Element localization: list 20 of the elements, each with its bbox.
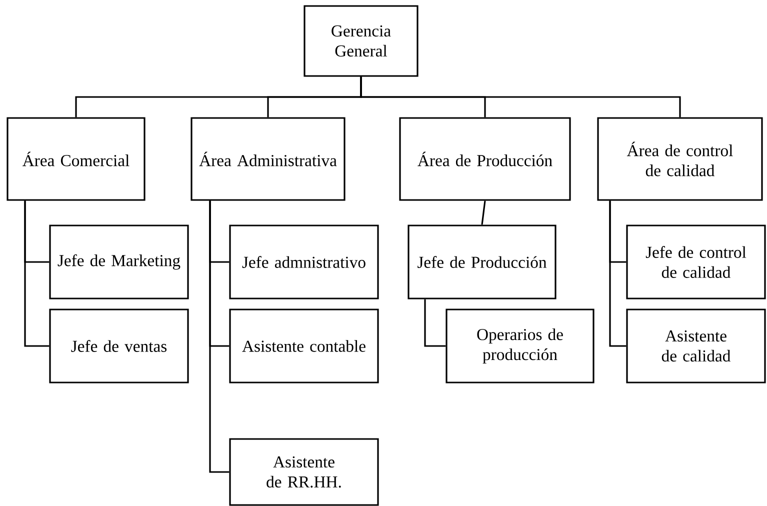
- org-box: Jefe de ventas: [49, 308, 189, 384]
- org-box: Jefe de Marketing: [49, 224, 189, 300]
- org-box: Gerencia General: [304, 5, 418, 77]
- org-box: Asistente contable: [229, 308, 379, 384]
- org-box: Operarios de producción: [446, 308, 594, 384]
- org-box: Jefe de control de calidad: [626, 224, 766, 300]
- connector-line: [24, 200, 50, 347]
- org-box: Asistente de RR.HH.: [229, 438, 379, 506]
- connector-line: [424, 299, 446, 347]
- org-box: Área Comercial: [6, 117, 146, 201]
- org-box: Jefe de Producción: [408, 224, 556, 300]
- org-box: Área de control de calidad: [597, 117, 763, 201]
- org-box: Área de Producción: [399, 117, 571, 201]
- connector-line: [609, 200, 626, 347]
- org-box: Área Administrativa: [190, 117, 346, 201]
- connector-line: [360, 76, 681, 118]
- org-box: Asistente de calidad: [626, 308, 766, 384]
- connector-line: [481, 200, 486, 225]
- org-box: Jefe admnistrativo: [229, 224, 379, 300]
- connector-line: [209, 200, 230, 473]
